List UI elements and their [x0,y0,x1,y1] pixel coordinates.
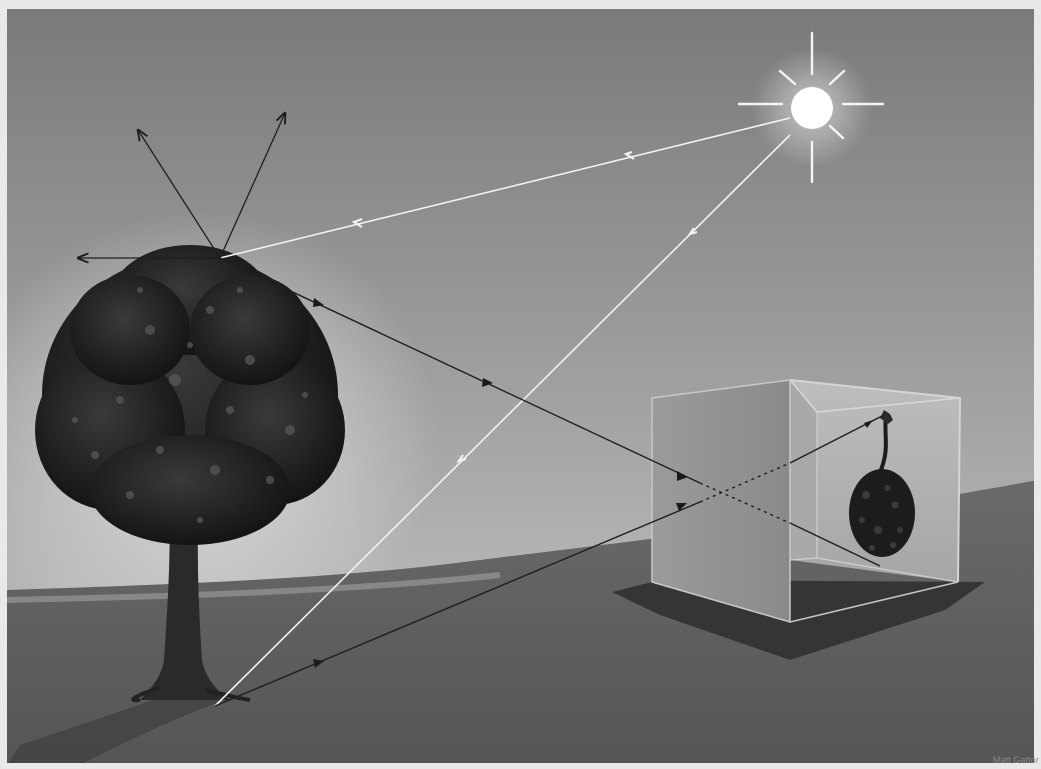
tree-shadow [7,690,225,765]
inverted-tree-image [849,410,915,557]
sun-icon [737,31,885,184]
scattered-rays [78,113,285,258]
sunlight-rays [214,117,791,707]
horizon-haze [6,572,501,603]
pinhole-rays [214,257,885,707]
artist-credit: Matt Gattor [992,755,1039,765]
tree [35,245,345,703]
